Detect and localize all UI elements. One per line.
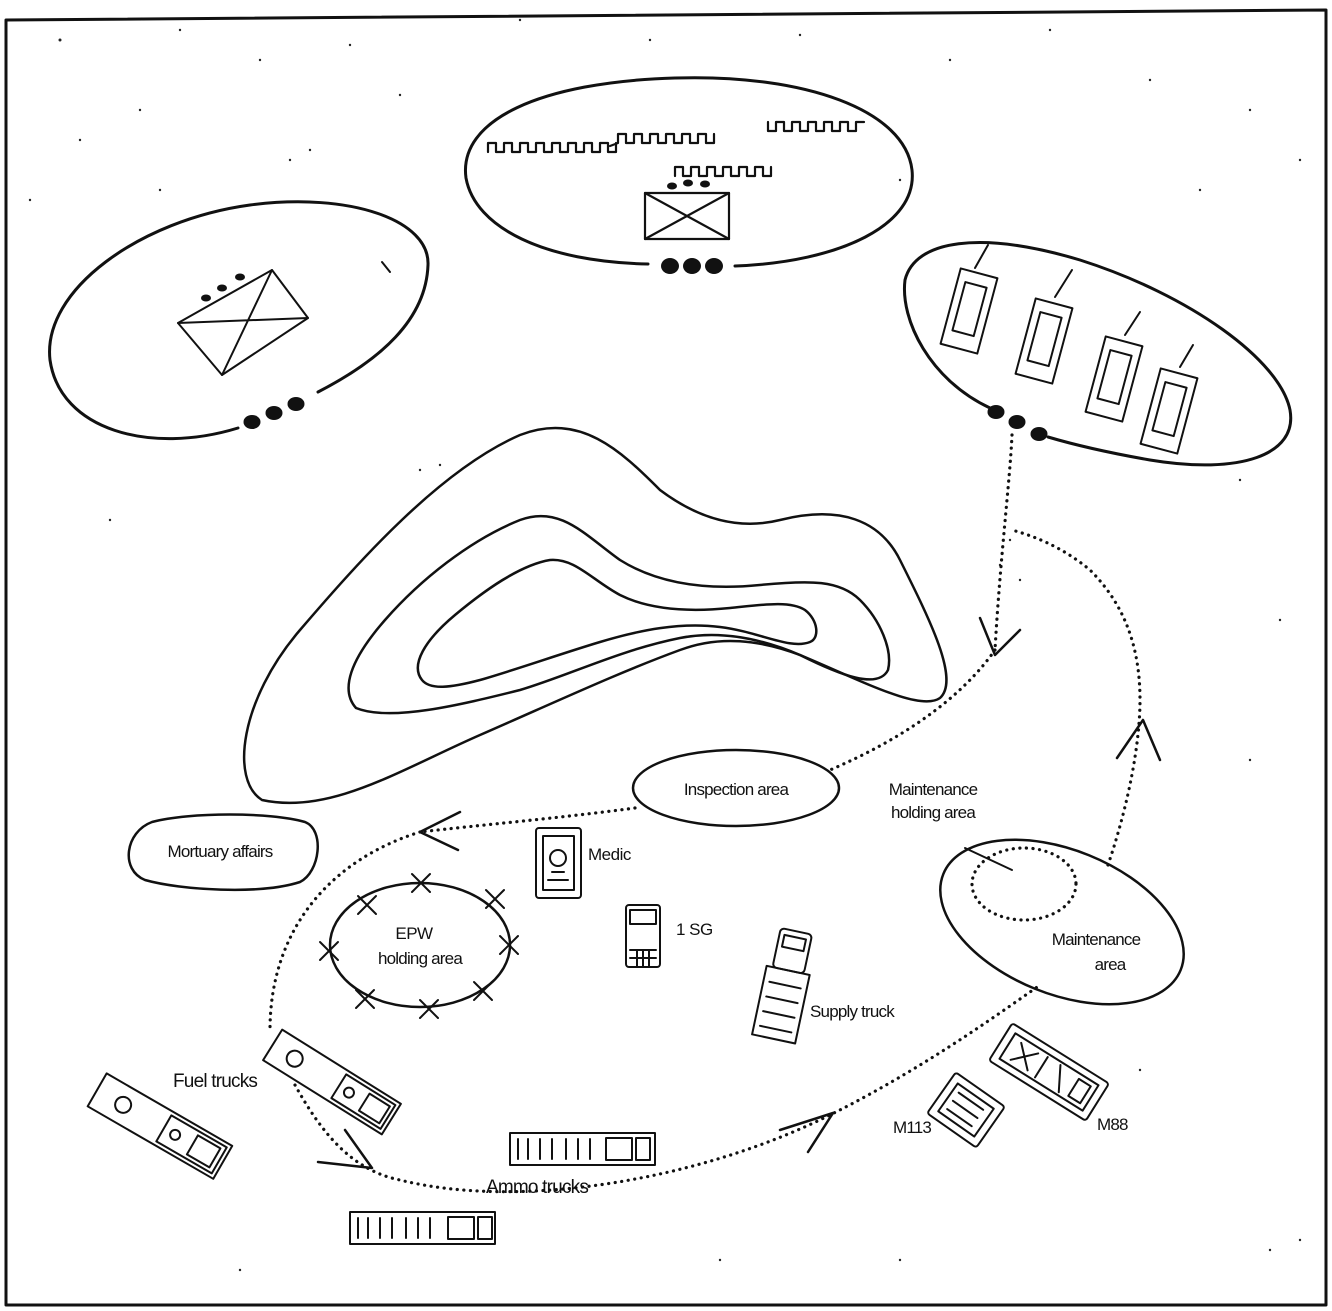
mortuary-affairs-area: Mortuary affairs	[127, 813, 319, 892]
maintenance-holding-label-line1: Maintenance	[889, 780, 978, 799]
m88-label: M88	[1097, 1115, 1128, 1134]
tank-icon	[1139, 344, 1199, 455]
fuel-truck	[262, 1028, 402, 1136]
tank-icon	[1014, 269, 1074, 385]
rank-dots-small-left	[201, 273, 245, 302]
supply-truck: Supply truck	[751, 927, 896, 1045]
first-sergeant-label: 1 SG	[676, 920, 713, 939]
maintenance-holding-area: Maintenance holding area	[889, 780, 1013, 871]
tank-icon	[1084, 311, 1144, 423]
tank-icon	[939, 244, 999, 355]
epw-label-line2: holding area	[378, 949, 463, 968]
inspection-area: Inspection area	[631, 748, 841, 828]
m88-vehicle: M88	[989, 1023, 1129, 1134]
diagram-border	[4, 8, 1328, 1307]
medic-label: Medic	[588, 845, 632, 864]
inspection-area-label: Inspection area	[684, 780, 790, 799]
unit-position-tanks	[902, 241, 1293, 467]
barbed-wire-crosses	[319, 873, 519, 1019]
maintenance-area: Maintenance area	[939, 838, 1185, 1006]
maintenance-area-label-line1: Maintenance	[1052, 930, 1141, 949]
unit-position-left	[48, 200, 430, 441]
maintenance-holding-label-line2: holding area	[891, 803, 976, 822]
battalion-dots-right	[987, 405, 1048, 441]
battalion-dots-left	[243, 397, 305, 429]
m113-label: M113	[893, 1118, 931, 1137]
epw-label-line1: EPW	[395, 924, 433, 943]
mortuary-affairs-label: Mortuary affairs	[168, 842, 273, 861]
first-sergeant-vehicle: 1 SG	[625, 904, 713, 968]
fuel-trucks-label: Fuel trucks	[173, 1071, 257, 1092]
epw-holding-area: EPW holding area	[319, 873, 519, 1019]
command-post-symbol-center	[643, 191, 731, 241]
medic-vehicle: Medic	[535, 827, 632, 899]
ammo-truck	[509, 1132, 656, 1166]
battalion-dots-center	[661, 258, 723, 274]
wire-obstacle-lines	[486, 120, 866, 178]
supply-truck-label: Supply truck	[810, 1002, 895, 1021]
ammo-trucks-label: Ammo trucks	[486, 1177, 588, 1198]
m113-vehicle: M113	[893, 1072, 1005, 1148]
ammo-truck	[349, 1211, 496, 1245]
terrain-hill-contours	[243, 426, 948, 805]
maintenance-area-label-line2: area	[1095, 955, 1127, 974]
fuel-truck	[86, 1072, 234, 1180]
unit-position-center	[464, 76, 914, 274]
scan-speckles	[28, 18, 1302, 1272]
command-post-symbol-left	[177, 269, 309, 376]
rank-dots-small-center	[667, 179, 710, 190]
route-direction-arrows	[316, 616, 1162, 1170]
traffic-route-dotted	[268, 433, 1142, 1194]
